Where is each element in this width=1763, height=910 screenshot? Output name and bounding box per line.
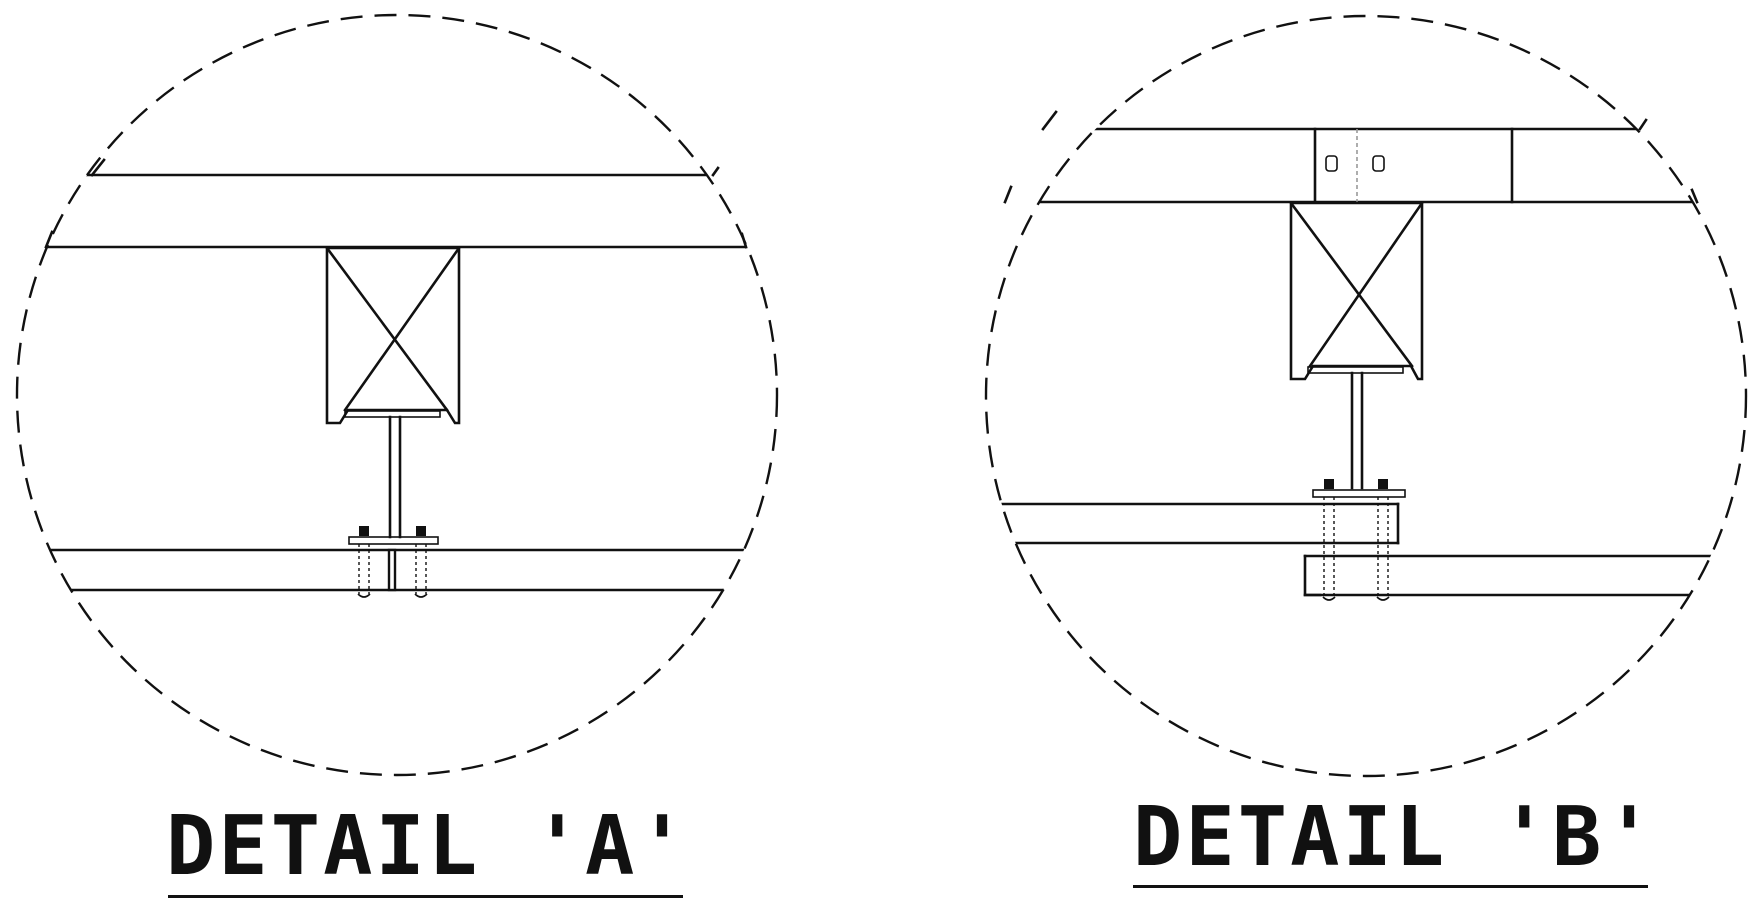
detail-a-drawing	[15, 13, 779, 777]
detail-a-steel-beam	[344, 410, 441, 545]
detail-a-bottom-boards	[17, 548, 777, 592]
detail-b-bolts	[1322, 479, 1390, 601]
detail-b-steel-beam	[1307, 366, 1406, 498]
detail-b-timber-joist	[1289, 201, 1424, 381]
detail-a-title-underline	[168, 895, 683, 898]
detail-b-lower-boards	[986, 502, 1746, 597]
detail-b-title: DETAIL 'B'	[1133, 790, 1657, 885]
detail-a-title: DETAIL 'A'	[166, 799, 690, 894]
detail-a-top-deck	[17, 173, 777, 249]
detail-b-boundary-circle	[984, 14, 1748, 778]
detail-b-top-deck	[986, 127, 1746, 204]
detail-b-splice-plate	[1313, 127, 1514, 204]
detail-b-title-underline	[1133, 885, 1648, 888]
detail-a-boundary-circle	[15, 13, 779, 777]
detail-b-drawing	[984, 14, 1748, 778]
detail-a-bolts	[357, 526, 428, 598]
detail-a-timber-joist	[325, 246, 461, 425]
